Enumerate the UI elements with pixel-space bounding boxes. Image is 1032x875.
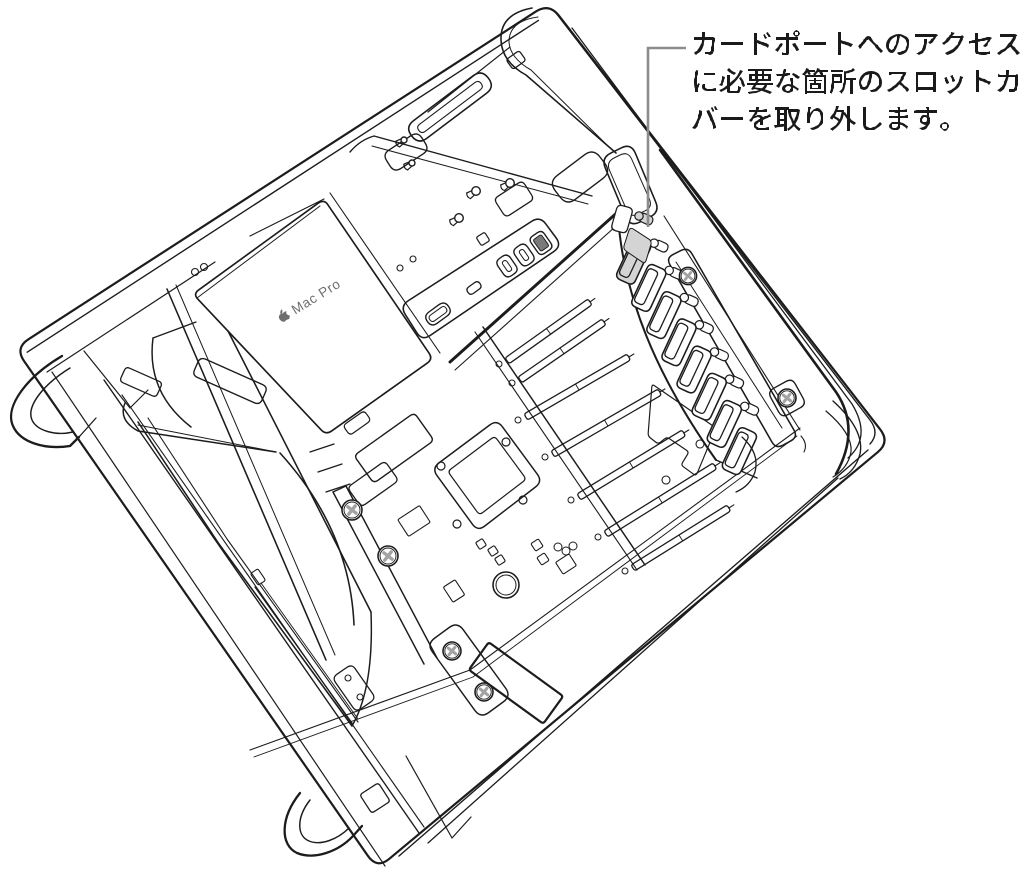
chassis-line-art xyxy=(10,7,886,867)
screw-icon xyxy=(777,388,797,408)
screw-icon xyxy=(474,682,494,702)
standoff-peg xyxy=(403,159,416,171)
shell-corner xyxy=(735,400,862,493)
io-card xyxy=(402,178,626,371)
callout-leader-line xyxy=(646,46,686,227)
callout-text-paths xyxy=(692,30,1020,131)
screw-icon xyxy=(377,545,399,567)
callout-text-line-path xyxy=(694,68,1018,94)
highlighted-slot-cover xyxy=(623,227,652,264)
psu-unit xyxy=(166,192,441,661)
feet xyxy=(10,350,472,857)
screw-icon xyxy=(442,641,462,661)
device-label: Mac Pro xyxy=(289,276,343,317)
top-cap xyxy=(349,7,658,225)
device-label-group: Mac Pro xyxy=(278,276,343,322)
callout-text-line-path xyxy=(694,30,1020,55)
apple-logo-icon xyxy=(278,309,290,322)
screw-icon xyxy=(341,499,363,521)
slot-covers xyxy=(611,204,633,234)
screw-icon xyxy=(678,266,698,286)
standoff-peg xyxy=(449,213,464,227)
logic-board xyxy=(397,297,735,603)
callout-text-line-path xyxy=(692,106,949,131)
standoff-peg xyxy=(500,178,515,192)
slot-covers xyxy=(678,266,806,417)
standoff-peg xyxy=(466,186,481,200)
slot-covers xyxy=(616,214,797,479)
fan-modules xyxy=(119,321,564,813)
standoff-peg xyxy=(395,136,408,148)
